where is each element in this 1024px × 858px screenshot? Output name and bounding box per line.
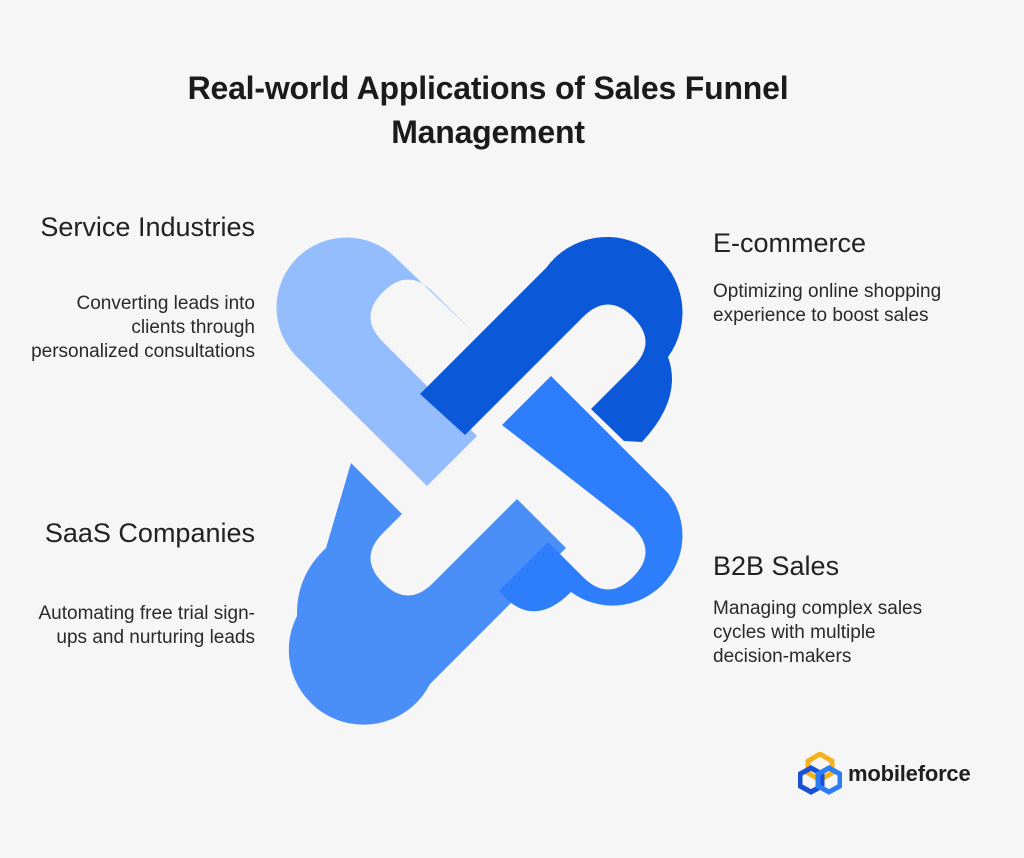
- ecommerce-description: Optimizing online shopping experience to…: [713, 281, 942, 326]
- b2b-sales-description: Managing complex sales cycles with multi…: [713, 598, 923, 667]
- ecommerce-heading: E-commerce: [713, 228, 867, 258]
- service-industries-description: Converting leads into clients through pe…: [31, 293, 255, 362]
- service-industries-heading: Service Industries: [40, 212, 255, 242]
- saas-companies-heading: SaaS Companies: [44, 518, 255, 548]
- page-title: Real-world Applications of Sales Funnel …: [187, 70, 789, 150]
- logo-text: mobileforce: [848, 761, 971, 786]
- b2b-link-shape: [499, 376, 683, 612]
- service-link-shape: [276, 237, 477, 486]
- saas-link-shape: [288, 463, 566, 725]
- mobileforce-logo: mobileforce: [798, 752, 971, 796]
- saas-companies-description: Automating free trial sign-ups and nurtu…: [38, 603, 256, 648]
- ecommerce-link-shape: [420, 236, 683, 442]
- b2b-sales-heading: B2B Sales: [713, 551, 840, 581]
- mobileforce-logo-icon: [798, 752, 842, 795]
